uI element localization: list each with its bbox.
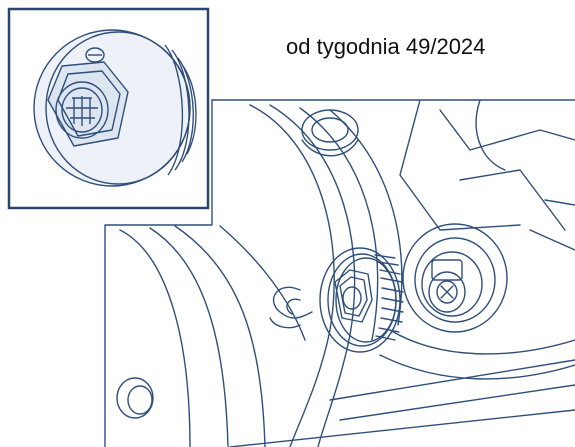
threaded-cap-icon (33, 29, 197, 187)
torx-screw-icon (402, 223, 508, 333)
caption-text: od tygodnia 49/2024 (286, 34, 486, 59)
main-assembly (104, 99, 575, 447)
inset-detail (7, 7, 210, 210)
mounted-threaded-cap-icon (319, 247, 404, 353)
